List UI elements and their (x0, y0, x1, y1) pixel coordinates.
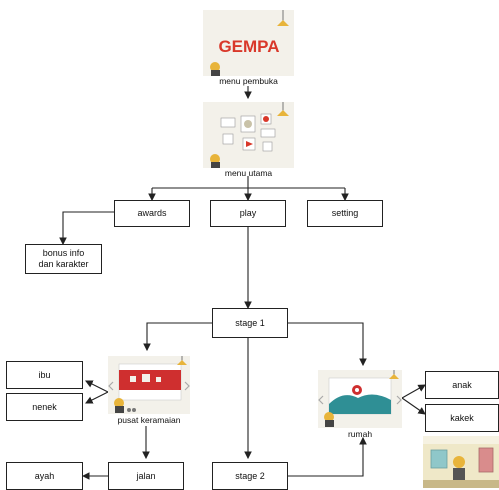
edge-stage1-to-pusat (143, 322, 212, 352)
main-menu-image (203, 102, 294, 168)
character-icon (210, 62, 220, 72)
menu-utama-thumbnail (203, 102, 294, 168)
pusat-keramaian-thumbnail (108, 356, 190, 414)
kakek-box: kakek (425, 404, 499, 432)
lamp-icon (277, 110, 289, 116)
edge-pusat-to-nenek (85, 391, 109, 404)
menu-pembuka-caption: menu pembuka (219, 76, 278, 86)
ibu-box: ibu (6, 361, 83, 389)
rumah-thumbnail (318, 370, 402, 428)
character-icon (324, 412, 334, 422)
title-screen-image: GEMPA (203, 10, 294, 76)
jalan-box: jalan (108, 462, 184, 490)
edge-rumah-to-anak (401, 384, 426, 399)
awards-box: awards (114, 200, 190, 227)
stage2-box: stage 2 (212, 462, 288, 490)
character-icon (453, 456, 465, 468)
lamp-icon (277, 20, 289, 26)
chevron-right-icon (184, 381, 190, 391)
edge-rumah-to-kakek (401, 397, 426, 415)
play-icon (246, 141, 253, 147)
pusat-keramaian-caption: pusat keramaian (117, 415, 181, 425)
rumah-caption: rumah (347, 429, 373, 439)
nenek-box: nenek (6, 393, 83, 421)
portrait-icon (244, 120, 252, 128)
bonus-box: bonus info dan karakter (25, 244, 102, 274)
edge-stage2-to-rumah (288, 436, 367, 477)
lamp-icon (389, 374, 399, 379)
ayah-box: ayah (6, 462, 83, 490)
chevron-right-icon (396, 395, 402, 405)
house-scene (329, 394, 391, 414)
gempa-logo: GEMPA (218, 37, 279, 56)
menu-pembuka-thumbnail: GEMPA (203, 10, 294, 76)
edge-awards-to-bonus (59, 211, 114, 246)
scene-image (423, 436, 499, 488)
partial-scene-thumbnail (423, 436, 499, 488)
stage1-box: stage 1 (212, 308, 288, 338)
lamp-icon (177, 360, 187, 365)
chevron-left-icon (318, 395, 324, 405)
anak-box: anak (425, 371, 499, 399)
setting-box: setting (307, 200, 383, 227)
play-box: play (210, 200, 286, 227)
menu-utama-caption: menu utama (224, 168, 273, 178)
house-image (318, 370, 402, 428)
edge-pusat-to-ibu (85, 380, 109, 393)
character-icon (114, 398, 124, 408)
edge-stage1-to-rumah (288, 322, 367, 367)
character-icon (210, 154, 220, 164)
chevron-left-icon (108, 381, 114, 391)
crowd-center-image (108, 356, 190, 414)
